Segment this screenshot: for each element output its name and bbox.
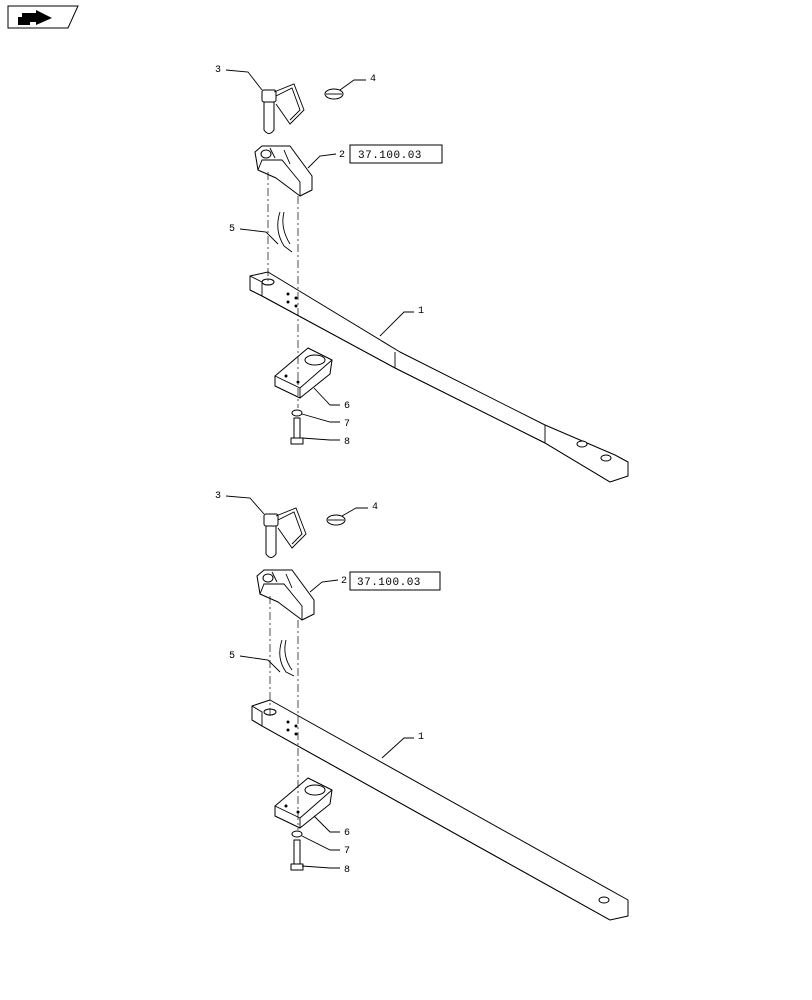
reference-box[interactable] [349,571,441,591]
mounting-plate [274,347,333,399]
bolt [290,839,304,871]
lynch-pin [326,514,346,526]
clevis-bracket [254,145,313,197]
callout-3: 3 [215,491,221,502]
hitch-pin [263,507,307,558]
hitch-pin [261,83,305,134]
callout-1: 1 [418,306,424,317]
callout-6: 6 [344,401,350,412]
callout-4: 4 [370,74,376,85]
callout-8: 8 [344,865,350,876]
callout-8: 8 [344,437,350,448]
clevis-bracket [256,569,315,621]
callout-1: 1 [418,732,424,743]
bolt [290,417,304,445]
spring-clip [279,639,295,677]
callout-6: 6 [344,828,350,839]
assembly-1 [225,69,629,483]
lynch-pin [324,88,344,100]
drawbar [251,699,629,921]
mounting-plate [274,777,333,829]
callout-3: 3 [215,65,221,76]
reference-box[interactable] [349,144,443,164]
callout-5: 5 [229,224,235,235]
reference-label[interactable]: 37.100.03 [358,150,422,162]
spring-clip [277,211,293,253]
reference-label[interactable]: 37.100.03 [357,577,421,589]
drawbar [249,271,629,483]
washer [291,409,303,417]
callout-2: 2 [341,576,347,587]
back-arrow-icon[interactable] [7,5,79,29]
callout-7: 7 [344,846,350,857]
washer [291,830,303,838]
callout-7: 7 [344,419,350,430]
callout-5: 5 [229,651,235,662]
callout-4: 4 [372,502,378,513]
callout-2: 2 [339,150,345,161]
assembly-2 [225,495,629,921]
